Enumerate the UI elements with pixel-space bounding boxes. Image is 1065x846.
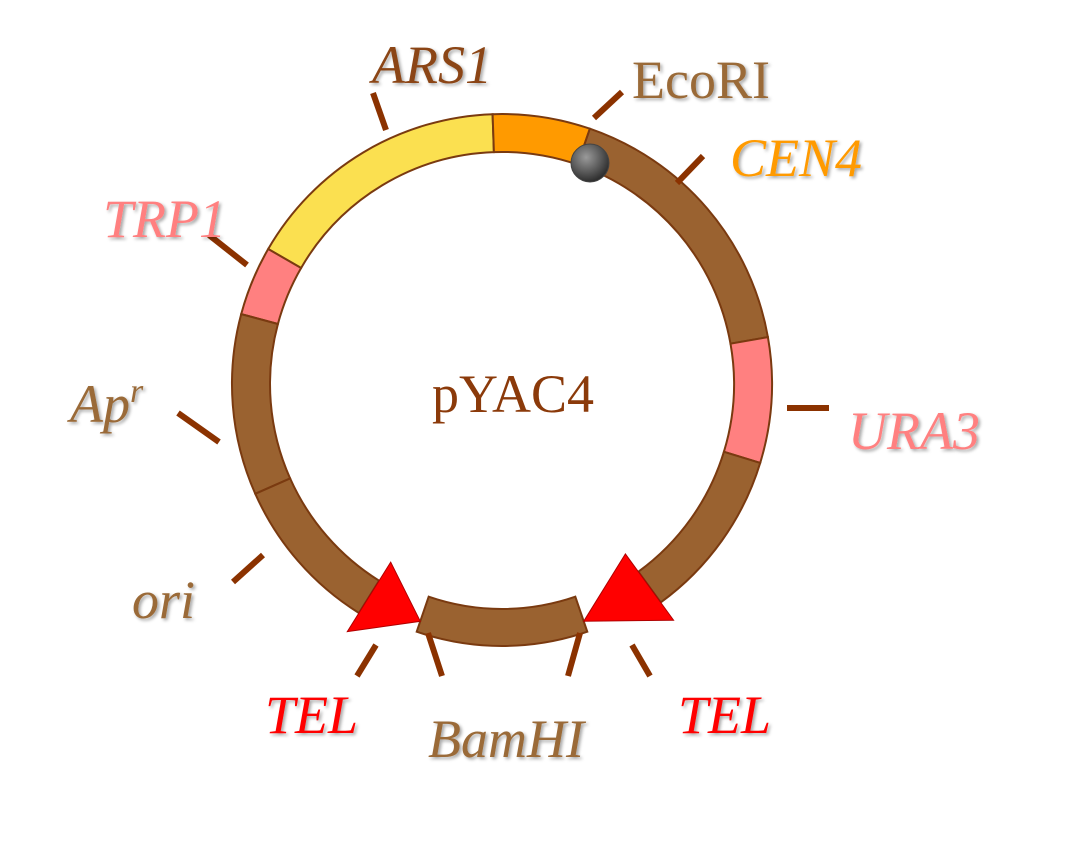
tel-right-arrow (582, 553, 675, 622)
label-ecori: EcoRI (632, 50, 770, 110)
tel-left-arrow (346, 561, 422, 633)
segment-ars1 (266, 113, 495, 270)
segment-ori (253, 477, 381, 615)
tick-cen4 (674, 153, 706, 186)
plasmid-ring (231, 113, 773, 647)
label-tel-left: TEL (265, 685, 358, 745)
tel-arrows (346, 553, 675, 633)
ecori-site-marker (570, 143, 610, 183)
segment-apr (231, 312, 292, 496)
label-ura3: URA3 (848, 401, 980, 461)
label-bamhi: BamHI (428, 709, 587, 769)
tick-ars1 (370, 92, 389, 131)
tick-bamhi-right (565, 632, 583, 677)
label-ori: ori (132, 570, 195, 630)
label-trp1: TRP1 (103, 189, 226, 249)
tick-tel-right (629, 643, 653, 678)
tick-tel-left (354, 643, 379, 678)
label-tel-right: TEL (678, 685, 771, 745)
segment-bamhi-stuffer (415, 595, 589, 647)
site-ticks (176, 89, 829, 678)
segment-backbone-lower-right (637, 450, 762, 604)
label-apr: Apr (67, 373, 144, 434)
plasmid-name-label: pYAC4 (432, 364, 594, 424)
tick-apr (176, 410, 221, 445)
segment-ura3 (722, 335, 773, 465)
label-apr-superscript: r (130, 373, 144, 410)
segment-cen4 (491, 113, 592, 166)
label-cen4: CEN4 (730, 128, 862, 188)
tick-bamhi-left (425, 632, 445, 677)
tick-trp1 (207, 232, 249, 268)
label-ars1: ARS1 (369, 35, 492, 95)
label-apr-base: Ap (67, 374, 130, 434)
tick-ecori (591, 89, 625, 121)
tick-ori (230, 552, 266, 585)
